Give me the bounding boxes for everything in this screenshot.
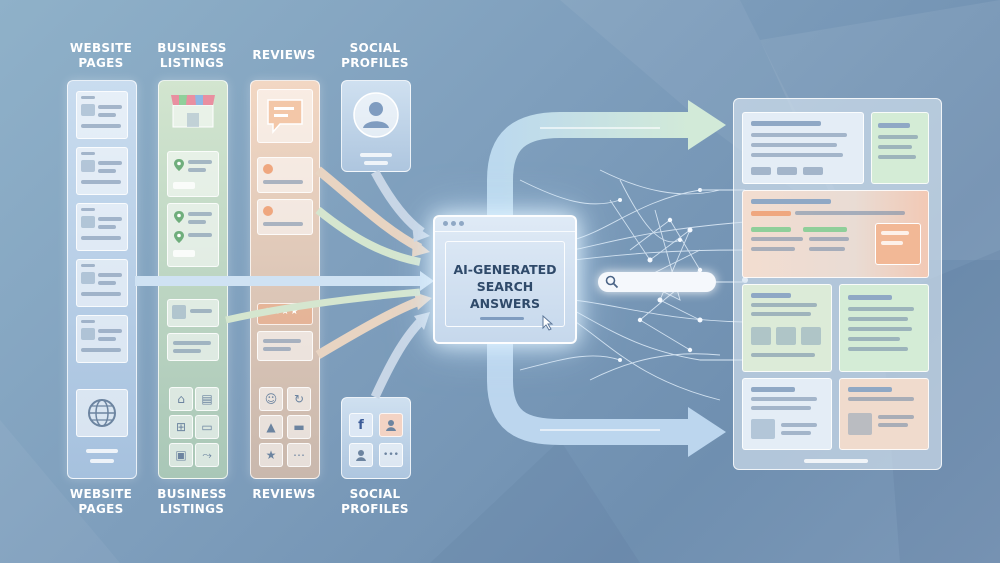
listing-card [167,203,219,267]
result-card [742,378,832,450]
chat-bubble-icon: ▬ [287,415,311,439]
result-card [742,112,864,184]
listing-card [167,299,219,327]
reviews-top-label: REVIEWS [252,48,316,62]
user-icon [349,443,373,467]
web-page-card [76,315,128,363]
social-bottom-arrow [370,314,428,399]
social-apps-card: f ••• [341,397,411,479]
result-card [839,378,929,450]
upper-output-arrow [487,112,690,215]
share-icon: ⤳ [195,443,219,467]
search-icon [605,275,619,289]
web-page-card [76,259,128,307]
more-icon: ••• [379,443,403,467]
chat-bubble-icon: ▣ [169,443,193,467]
refresh-icon: ↻ [287,387,311,411]
location-pin-icon [174,211,184,223]
review-card [257,331,313,361]
document-icon: ▭ [195,415,219,439]
reviews-bottom-arrow [315,295,424,359]
location-pin-icon [174,231,184,243]
cursor-icon [542,315,554,331]
more-icon: ⋯ [287,443,311,467]
cart-icon: ⊞ [169,415,193,439]
web-page-card [76,203,128,251]
search-bar[interactable] [598,272,716,292]
lower-output-arrow [487,340,690,445]
chat-bubble-icon [267,99,303,134]
listing-card [167,151,219,197]
web-page-card [76,147,128,195]
result-card [839,284,929,372]
review-card [257,199,313,235]
globe-card [76,389,128,437]
center-title: AI-GENERATED SEARCH ANSWERS [453,262,557,311]
result-card [871,112,929,184]
web-page-card [76,91,128,139]
reviews-bottom-label: REVIEWS [252,487,316,501]
review-card [257,157,313,193]
location-pin-icon [174,159,184,171]
reviews-upper-arrow [315,166,423,253]
facebook-icon: f [349,413,373,437]
user-icon: ☺ [259,387,283,411]
featured-answer-card [742,190,929,278]
home-icon: ⌂ [169,387,193,411]
search-results-panel [733,98,942,470]
storefront-icon [171,95,215,128]
thumbs-up-icon: ▲ [259,415,283,439]
ai-search-answers-box: AI-GENERATED SEARCH ANSWERS [433,215,577,344]
website-pages-column [67,80,137,479]
review-bubble-card [257,89,313,143]
listing-card [167,333,219,361]
result-card [742,284,832,372]
reviews-lower-arrow [315,206,421,266]
star-icon: ★ [259,443,283,467]
globe-icon [88,399,116,427]
user-icon [353,92,399,138]
user-icon [379,413,403,437]
social-profile-card [341,80,411,172]
storefront-icon: ▤ [195,387,219,411]
